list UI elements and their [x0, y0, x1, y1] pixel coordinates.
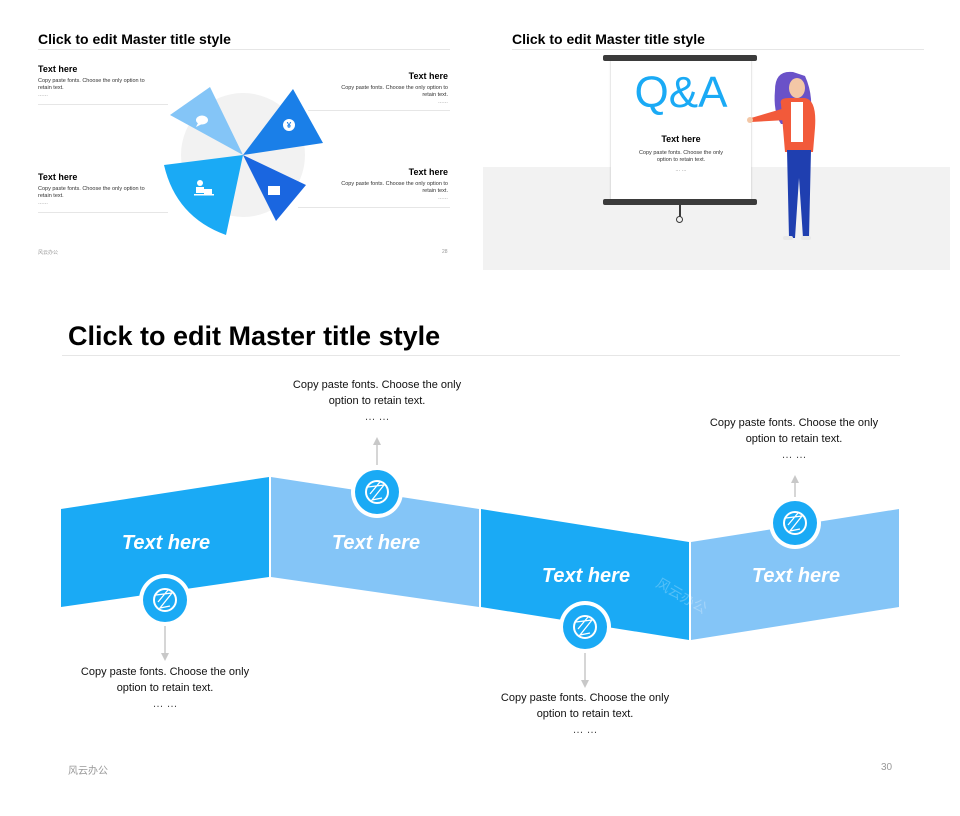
slide1-footer-left: 风云办公	[38, 250, 59, 256]
shirt	[791, 102, 803, 142]
caption-1: Copy paste fonts. Choose the only option…	[70, 664, 260, 712]
board-stand-foot	[676, 216, 683, 223]
slide1-block-right-top: Text here Copy paste fonts. Choose the o…	[333, 71, 448, 105]
pointing-arm	[751, 108, 787, 122]
board-top-bar	[603, 55, 757, 61]
board-stand	[679, 205, 681, 217]
board-big-text: Q&A	[634, 68, 728, 117]
slide2-title-divider	[512, 49, 924, 50]
slide-main: Click to edit Master title style Text he…	[0, 290, 960, 816]
presenter-illustration	[747, 71, 816, 240]
connector-2	[373, 437, 381, 465]
block-heading: Text here	[38, 172, 78, 182]
network-icon	[769, 497, 821, 549]
shoe-left	[783, 236, 793, 240]
zigzag-panel-diagram: Text here Text here Text here Text here …	[61, 437, 899, 688]
trousers	[787, 150, 811, 238]
board-heading: Text here	[661, 134, 701, 144]
caption-3: Copy paste fonts. Choose the only option…	[490, 690, 680, 738]
petal-top-right	[243, 89, 323, 155]
face	[789, 78, 805, 98]
network-icon	[139, 574, 191, 626]
caption-dots: … …	[781, 449, 807, 461]
caption-dots: … …	[152, 698, 178, 710]
caption-text: Copy paste fonts. Choose the only option…	[292, 379, 462, 407]
caption-2: Copy paste fonts. Choose the only option…	[282, 377, 472, 425]
slide3-title: Click to edit Master title style	[68, 321, 441, 351]
block-body: Copy paste fonts. Choose the only option…	[38, 186, 145, 199]
panel-4	[691, 509, 899, 640]
panel-label-2: Text here	[332, 532, 420, 554]
network-icon	[351, 466, 403, 518]
panel-2	[271, 477, 479, 607]
board-bottom-bar	[603, 199, 757, 205]
slide1-block-right-bottom: Text here Copy paste fonts. Choose the o…	[333, 167, 448, 201]
slide1-block-left-bottom: Text here Copy paste fonts. Choose the o…	[38, 172, 158, 206]
slide1-block-left-top: Text here Copy paste fonts. Choose the o…	[38, 64, 158, 98]
block-divider	[308, 110, 450, 111]
block-dots: ……	[438, 99, 448, 105]
panel-3	[481, 509, 689, 640]
block-body: Copy paste fonts. Choose the only option…	[38, 78, 145, 91]
slide-thumbnail-2[interactable]: Click to edit Master title style Q&A Tex…	[483, 20, 950, 270]
slide3-footer-left: 风云办公	[68, 766, 108, 777]
caption-text: Copy paste fonts. Choose the only option…	[80, 666, 250, 694]
petal-diagram: ¥	[164, 87, 323, 235]
block-body: Copy paste fonts. Choose the only option…	[341, 181, 448, 194]
block-divider	[38, 104, 168, 105]
block-body: Copy paste fonts. Choose the only option…	[341, 85, 448, 98]
block-dots: ……	[438, 195, 448, 201]
slide2-title: Click to edit Master title style	[512, 31, 705, 47]
block-heading: Text here	[408, 71, 448, 81]
caption-text: Copy paste fonts. Choose the only option…	[709, 417, 879, 445]
caption-dots: … …	[572, 724, 598, 736]
block-heading: Text here	[38, 64, 78, 74]
block-dots: ……	[38, 200, 48, 206]
laptop-user-icon	[194, 180, 214, 196]
slide3-title-divider	[62, 355, 900, 356]
slide3-page-number: 30	[881, 762, 893, 773]
panel-label-4: Text here	[752, 565, 840, 587]
caption-4: Copy paste fonts. Choose the only option…	[699, 415, 889, 463]
slide1-title: Click to edit Master title style	[38, 31, 231, 47]
network-icon	[559, 601, 611, 653]
slide-thumbnail-1[interactable]: Click to edit Master title style Text he…	[28, 20, 460, 270]
board-dots: … …	[675, 167, 687, 173]
connector-1	[161, 626, 169, 661]
building-icon	[268, 186, 280, 195]
panel-label-1: Text here	[122, 532, 210, 554]
slide1-title-divider	[38, 49, 450, 50]
presentation-board	[611, 58, 751, 201]
panel-label-3: Text here	[542, 565, 630, 587]
block-dots: ……	[38, 92, 48, 98]
block-heading: Text here	[408, 167, 448, 177]
board-body: Copy paste fonts. Choose the only option…	[638, 150, 724, 163]
block-divider	[38, 212, 168, 213]
svg-text:¥: ¥	[287, 121, 292, 130]
yen-icon: ¥	[283, 119, 295, 131]
shoe-right	[801, 236, 811, 240]
block-divider	[298, 207, 450, 208]
connector-3	[581, 653, 589, 688]
connector-4	[791, 475, 799, 497]
caption-dots: … …	[364, 411, 390, 423]
caption-text: Copy paste fonts. Choose the only option…	[500, 692, 670, 720]
hand	[747, 117, 753, 123]
slide1-footer-right: 28	[442, 249, 448, 255]
chat-icon	[196, 115, 208, 127]
panel-1	[61, 477, 269, 607]
